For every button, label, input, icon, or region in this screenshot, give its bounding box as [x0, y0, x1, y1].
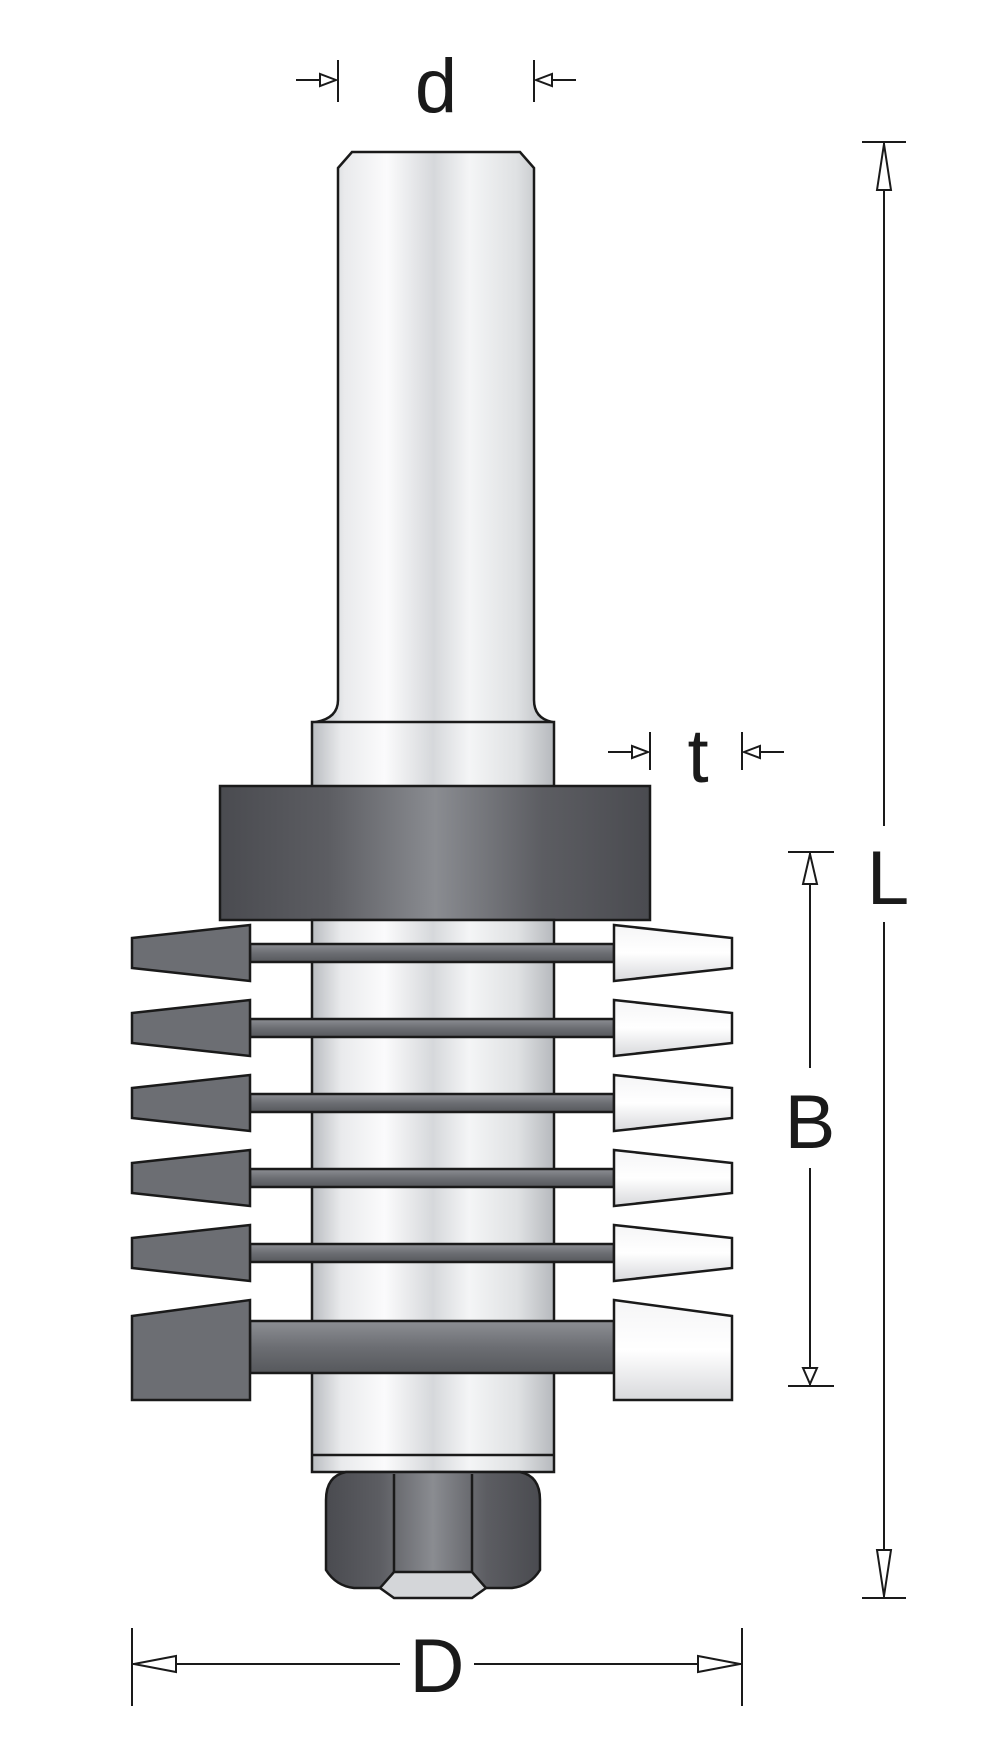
- dimension-t: t: [608, 714, 784, 799]
- cutter-tooth: [130, 1073, 734, 1133]
- cutter-teeth: [130, 923, 734, 1402]
- label-d: d: [415, 44, 457, 129]
- cutter-tooth: [130, 923, 734, 983]
- cutter-tooth-bottom: [130, 1298, 734, 1402]
- label-t: t: [687, 714, 708, 799]
- cutter-tooth: [130, 998, 734, 1058]
- cutter-tooth: [130, 1148, 734, 1208]
- cutter-tooth: [130, 1223, 734, 1283]
- label-big-d: D: [410, 1624, 465, 1709]
- nut: [324, 1470, 542, 1600]
- dimension-l: L: [862, 141, 909, 1599]
- label-l: L: [867, 836, 909, 921]
- collar: [310, 720, 556, 790]
- label-b: B: [785, 1080, 836, 1165]
- body: [310, 918, 556, 1474]
- shank: [314, 150, 554, 730]
- bearing-ring: [218, 784, 652, 922]
- dimension-big-d: D: [131, 1624, 743, 1709]
- dimension-d: d: [296, 44, 576, 129]
- dimension-b: B: [785, 851, 836, 1387]
